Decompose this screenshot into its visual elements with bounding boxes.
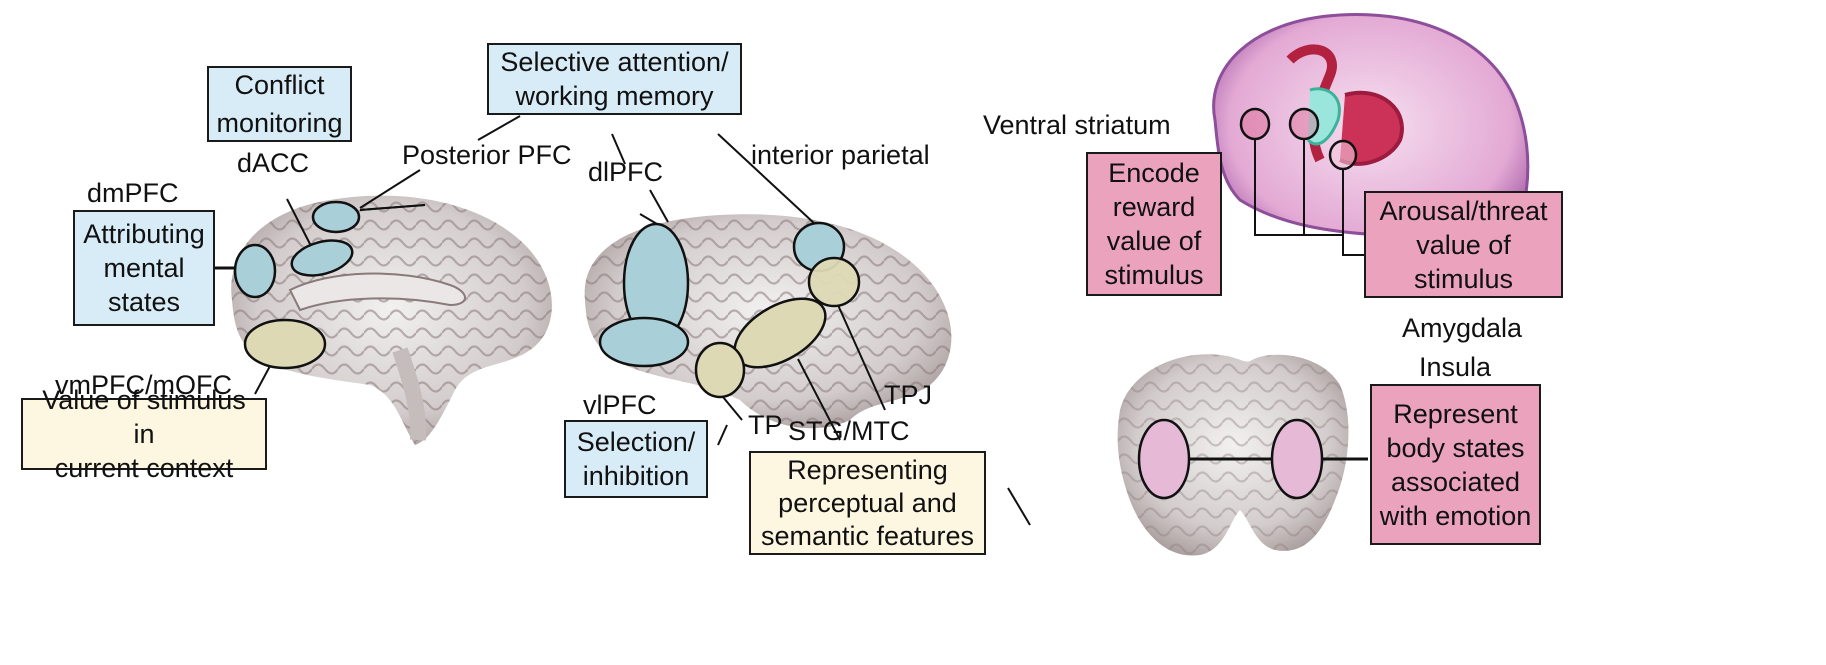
box-line: inhibition	[582, 461, 690, 491]
insula-region-right	[1270, 418, 1324, 500]
box-line: Selective attention/	[500, 47, 729, 77]
ventral-striatum-label: Ventral striatum	[983, 110, 1171, 140]
box-line: Representing	[787, 454, 948, 485]
ventral-striatum-region-2	[1288, 107, 1320, 141]
insula-label: Insula	[1419, 352, 1492, 382]
selection-inhibition-box: Selection/ inhibition	[564, 420, 708, 498]
box-line: monitoring	[216, 108, 343, 138]
amygdala-region	[1328, 139, 1358, 171]
tp-label: TP	[748, 410, 783, 440]
ventral-striatum-region-1	[1239, 107, 1271, 141]
box-line: stimulus	[1413, 263, 1514, 294]
lateral-brain-regions	[598, 221, 861, 399]
encode-reward-box: Encode reward value of stimulus	[1086, 152, 1222, 296]
amygdala-label: Amygdala	[1402, 313, 1523, 343]
dacc-region	[290, 239, 354, 277]
box-line: value of	[1106, 226, 1202, 256]
box-line: mental	[103, 253, 185, 283]
lateral-connectors	[611, 133, 1031, 526]
box-line: Conflict	[234, 70, 325, 100]
subcortical-connectors	[1254, 139, 1365, 256]
box-line: stimulus	[1104, 260, 1204, 290]
box-line: states	[107, 287, 181, 317]
vmpfc-label: vmPFC/mOFC	[55, 370, 232, 400]
box-line: Attributing	[83, 219, 205, 249]
vlpfc-region	[598, 316, 690, 368]
dmpfc-label: dmPFC	[87, 178, 179, 208]
tpj-region	[807, 256, 861, 308]
representing-features-box: Representing perceptual and semantic fea…	[749, 451, 986, 555]
box-line: with emotion	[1379, 500, 1532, 531]
box-line: value of	[1416, 229, 1511, 260]
dlpfc-label: dlPFC	[588, 157, 664, 187]
arousal-threat-box: Arousal/threat value of stimulus	[1364, 191, 1563, 298]
selective-attention-box: Selective attention/ working memory	[487, 43, 742, 115]
box-line: working memory	[515, 81, 714, 111]
vlpfc-label: vlPFC	[583, 390, 657, 420]
coronal-slice-image	[1117, 354, 1349, 556]
insula-region-left	[1137, 418, 1191, 500]
dacc-label: dACC	[237, 148, 310, 178]
box-line: perceptual and	[778, 487, 957, 518]
box-line: Selection/	[576, 427, 696, 457]
tpj-label: TPJ	[884, 380, 933, 410]
box-line: body states	[1386, 432, 1525, 463]
box-line: Encode	[1108, 158, 1200, 188]
vmpfc-region	[243, 318, 327, 370]
medial-brain-regions	[233, 200, 361, 370]
subcortical-regions	[1239, 107, 1358, 171]
represent-body-states-box: Represent body states associated with em…	[1370, 384, 1541, 545]
box-line: associated	[1390, 466, 1521, 497]
medial-connectors	[214, 115, 521, 395]
posterior-pfc-label: Posterior PFC	[402, 140, 572, 170]
posterior-pfc-region	[311, 200, 361, 234]
box-line: reward	[1112, 192, 1196, 222]
box-line: semantic features	[760, 520, 975, 551]
dmpfc-region	[233, 243, 277, 299]
box-line: Value of stimulus in	[42, 385, 246, 449]
value-of-stimulus-box: Value of stimulus in current context	[21, 385, 267, 483]
attributing-mental-states-box: Attributing mental states	[73, 210, 215, 326]
tp-region	[694, 341, 746, 399]
box-line: Represent	[1393, 398, 1518, 429]
box-line: Arousal/threat	[1379, 195, 1548, 226]
interior-parietal-label: interior parietal	[751, 140, 930, 170]
stg-mtc-label: STG/MTC	[788, 416, 910, 446]
box-line: current context	[54, 453, 234, 483]
conflict-monitoring-box: Conflict monitoring	[207, 66, 352, 142]
